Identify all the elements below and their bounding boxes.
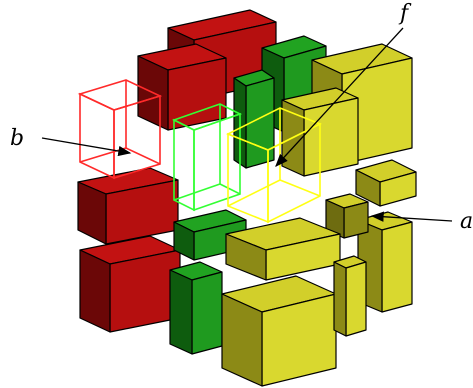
yellow-block-small (325, 193, 369, 239)
wireframe-yellow-cube (226, 107, 322, 224)
yellow-block-lower-cube (221, 275, 337, 387)
label-a: a (460, 209, 473, 234)
green-block-lower (169, 261, 223, 355)
red-block-lower (79, 235, 181, 333)
red-block-middle (77, 167, 179, 245)
arrow-f (275, 27, 404, 167)
arrow-a (370, 211, 453, 222)
yellow-block-bottom-right (333, 255, 367, 337)
green-block-upper (233, 69, 275, 169)
yellow-block-middle-slab (225, 217, 341, 281)
label-f: f (398, 1, 412, 26)
yellow-block-right-mid (355, 159, 417, 207)
arrow-b (41, 137, 132, 157)
label-b: b (10, 126, 24, 151)
wireframe-green-cube (171, 103, 243, 212)
yellow-block-inner-cube (281, 87, 359, 177)
yellow-layer (221, 43, 417, 387)
wireframe-red-cube (77, 79, 163, 180)
